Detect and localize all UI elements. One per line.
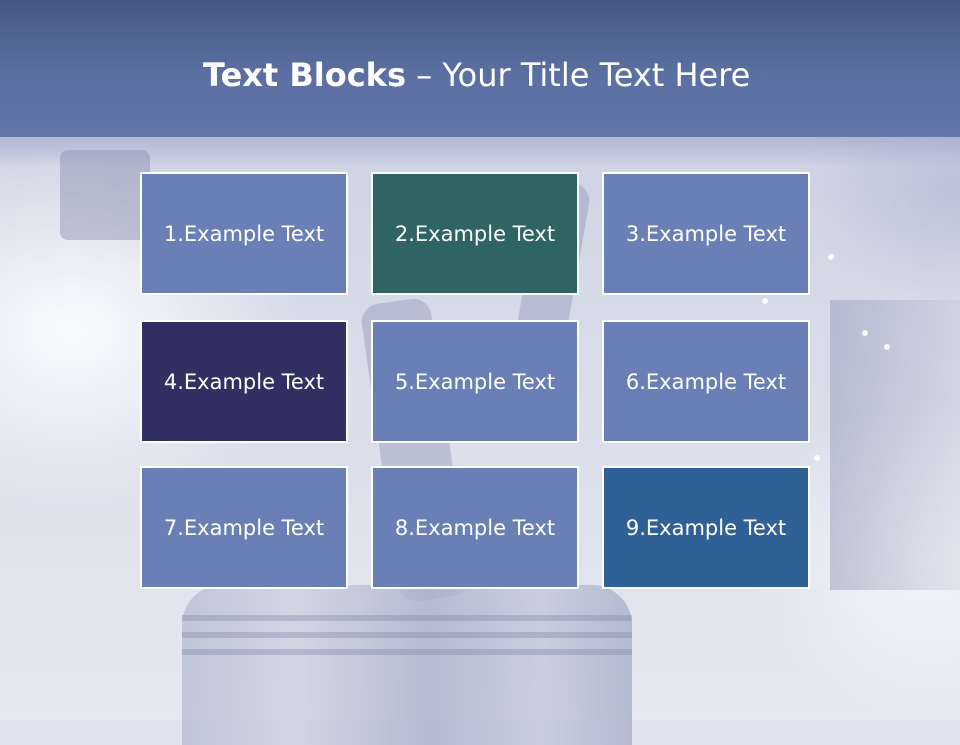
title-bar: Text Blocks – Your Title Text Here xyxy=(0,0,960,137)
background-highlight xyxy=(862,330,868,336)
background-highlight xyxy=(828,254,834,260)
title-bold-part: Text Blocks xyxy=(203,56,406,94)
slide-title-text: Text Blocks – Your Title Text Here xyxy=(203,52,750,98)
text-block-9[interactable]: 9.Example Text xyxy=(602,466,810,589)
text-block-1[interactable]: 1.Example Text xyxy=(140,172,348,295)
background-highlight xyxy=(762,298,768,304)
background-engine-block xyxy=(830,300,960,590)
background-highlight xyxy=(884,344,890,350)
text-block-5[interactable]: 5.Example Text xyxy=(371,320,579,443)
background-piston-ring xyxy=(182,649,632,655)
text-block-6[interactable]: 6.Example Text xyxy=(602,320,810,443)
title-separator: – xyxy=(406,56,443,94)
text-block-2[interactable]: 2.Example Text xyxy=(371,172,579,295)
background-piston xyxy=(182,585,632,745)
background-piston-ring xyxy=(182,615,632,621)
text-block-7[interactable]: 7.Example Text xyxy=(140,466,348,589)
title-normal-part: Your Title Text Here xyxy=(442,56,751,94)
text-block-3[interactable]: 3.Example Text xyxy=(602,172,810,295)
title-shadow-strip xyxy=(0,137,960,167)
text-block-4[interactable]: 4.Example Text xyxy=(140,320,348,443)
background-highlight xyxy=(814,455,820,461)
background-piston-ring xyxy=(182,632,632,638)
text-block-8[interactable]: 8.Example Text xyxy=(371,466,579,589)
